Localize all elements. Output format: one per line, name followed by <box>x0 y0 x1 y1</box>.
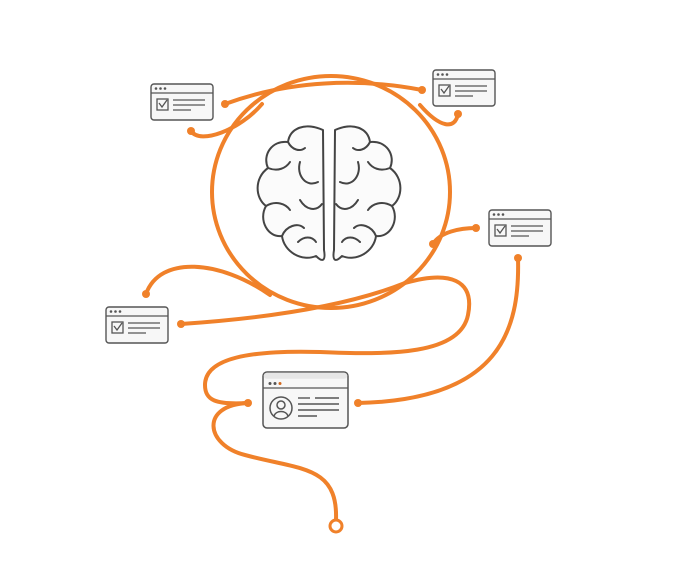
connector-window-1 <box>223 80 424 106</box>
start-node <box>328 518 344 534</box>
user-icon <box>269 396 293 420</box>
connector-window-3-main <box>356 256 521 405</box>
connector-start <box>211 401 339 522</box>
connector-lines <box>144 74 521 522</box>
connector-main-loop <box>202 275 472 406</box>
central-loop <box>210 74 452 310</box>
task-window-2 <box>432 69 496 107</box>
task-window-4 <box>105 306 169 344</box>
connector-window-4-b <box>179 281 407 326</box>
profile-window <box>262 371 349 429</box>
connector-window-1-tail <box>189 102 264 139</box>
brain-icon <box>256 125 402 261</box>
connector-dots <box>142 86 522 407</box>
connector-window-4 <box>144 264 272 297</box>
task-window-3 <box>488 209 552 247</box>
task-window-1 <box>150 83 214 121</box>
